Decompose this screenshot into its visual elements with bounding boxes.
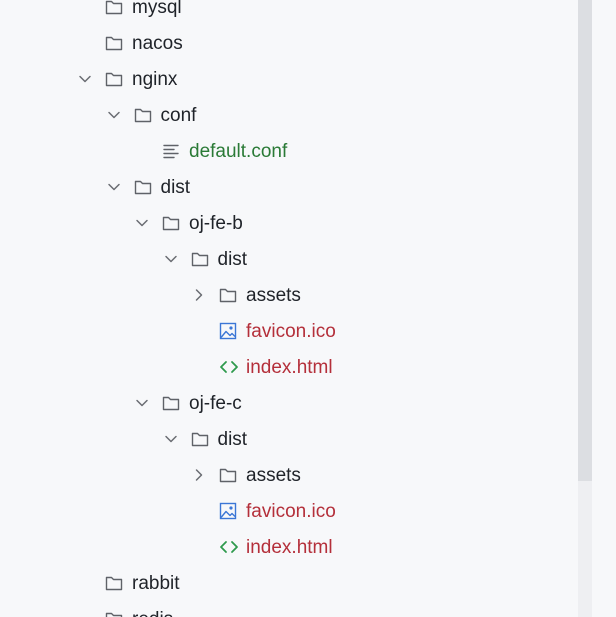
chevron-down-icon[interactable] (163, 251, 179, 267)
tree-folder-row[interactable]: assets (0, 278, 578, 314)
tree-folder-row[interactable]: dist (0, 242, 578, 278)
folder-icon (104, 33, 124, 53)
tree-folder-row[interactable]: oj-fe-c (0, 386, 578, 422)
tree-folder-row[interactable]: redis (0, 602, 578, 617)
folder-icon (133, 177, 153, 197)
tree-folder-row[interactable]: conf (0, 98, 578, 134)
folder-icon (104, 0, 124, 17)
tree-item-label: favicon.ico (246, 321, 336, 342)
tree-folder-row[interactable]: mysql (0, 0, 578, 26)
tree-item-label: index.html (246, 357, 333, 378)
tree-folder-row[interactable]: assets (0, 458, 578, 494)
tree-folder-row[interactable]: dist (0, 170, 578, 206)
vertical-scrollbar[interactable] (578, 0, 616, 617)
tree-item-label: favicon.ico (246, 501, 336, 522)
tree-folder-row[interactable]: rabbit (0, 566, 578, 602)
tree-item-label: index.html (246, 537, 333, 558)
folder-icon (161, 393, 181, 413)
folder-icon (218, 465, 238, 485)
html-file-icon (218, 537, 238, 557)
tree-item-label: nacos (132, 33, 183, 54)
tree-file-row[interactable]: index.html (0, 350, 578, 386)
tree-item-label: oj-fe-c (189, 393, 242, 414)
project-file-tree: mysql nacos nginx conf default.conf dist oj-fe… (0, 0, 578, 617)
tree-folder-row[interactable]: dist (0, 422, 578, 458)
chevron-down-icon[interactable] (134, 395, 150, 411)
folder-icon (161, 213, 181, 233)
image-file-icon (218, 501, 238, 521)
tree-item-label: oj-fe-b (189, 213, 243, 234)
tree-item-label: default.conf (189, 141, 288, 162)
tree-folder-row[interactable]: oj-fe-b (0, 206, 578, 242)
chevron-down-icon[interactable] (77, 71, 93, 87)
chevron-right-icon[interactable] (191, 467, 207, 483)
tree-item-label: mysql (132, 0, 182, 18)
tree-item-label: assets (246, 285, 301, 306)
chevron-down-icon[interactable] (134, 215, 150, 231)
tree-item-label: redis (132, 608, 173, 617)
tree-file-row[interactable]: favicon.ico (0, 314, 578, 350)
tree-item-label: rabbit (132, 573, 180, 594)
tree-file-row[interactable]: favicon.ico (0, 494, 578, 530)
image-file-icon (218, 321, 238, 341)
tree-file-row[interactable]: default.conf (0, 134, 578, 170)
tree-item-label: dist (217, 429, 248, 450)
tree-item-label: dist (217, 249, 248, 270)
chevron-down-icon[interactable] (106, 107, 122, 123)
tree-item-label: conf (160, 105, 197, 126)
chevron-down-icon[interactable] (106, 179, 122, 195)
tree-folder-row[interactable]: nginx (0, 62, 578, 98)
scrollbar-track[interactable] (578, 0, 592, 617)
chevron-down-icon[interactable] (163, 431, 179, 447)
tree-file-row[interactable]: index.html (0, 530, 578, 566)
folder-icon (104, 609, 124, 617)
tree-item-label: assets (246, 465, 301, 486)
text-file-icon (161, 141, 181, 161)
tree-item-label: nginx (132, 69, 178, 90)
folder-icon (104, 69, 124, 89)
tree-item-label: dist (160, 177, 191, 198)
scrollbar-thumb[interactable] (578, 0, 592, 482)
folder-icon (190, 249, 210, 269)
folder-icon (133, 105, 153, 125)
html-file-icon (218, 357, 238, 377)
tree-folder-row[interactable]: nacos (0, 26, 578, 62)
folder-icon (190, 429, 210, 449)
folder-icon (104, 573, 124, 593)
chevron-right-icon[interactable] (191, 287, 207, 303)
folder-icon (218, 285, 238, 305)
